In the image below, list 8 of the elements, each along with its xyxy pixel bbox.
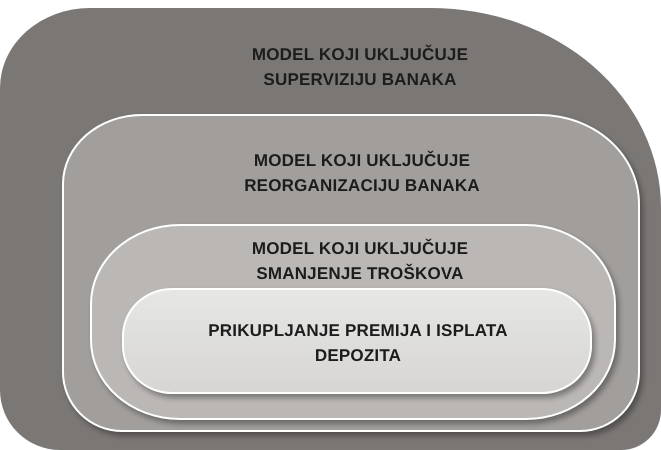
nested-region bbox=[0, 8, 661, 450]
region-label: MODEL KOJI UKLJUČUJE SMANJENJE TROŠKOVA bbox=[250, 238, 470, 285]
region-label: MODEL KOJI UKLJUČUJE REORGANIZACIJU BANAKA bbox=[243, 150, 481, 197]
nested-region bbox=[90, 224, 616, 420]
region-label: PRIKUPLJANJE PREMIJA I ISPLATA DEPOZITA bbox=[208, 320, 508, 367]
region-label: MODEL KOJI UKLJUČUJE SUPERVIZIJU BANAKA bbox=[250, 44, 470, 91]
nested-region bbox=[122, 288, 592, 394]
nested-region bbox=[62, 114, 640, 432]
